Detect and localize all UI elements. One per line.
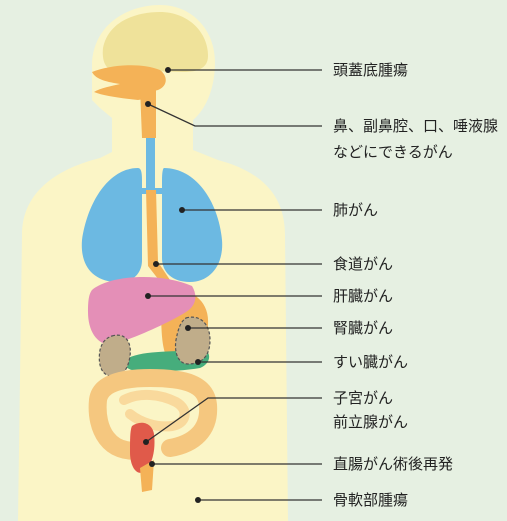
label-skull-base-tumor: 頭蓋底腫瘍 — [333, 60, 408, 80]
label-bone-soft-tissue-tumor: 骨軟部腫瘍 — [333, 490, 408, 510]
label-pancreatic-cancer: すい臓がん — [333, 352, 408, 372]
label-prostate-cancer: 前立腺がん — [333, 412, 408, 432]
throat — [140, 88, 156, 138]
label-liver-cancer: 肝臓がん — [333, 286, 393, 306]
trachea — [146, 138, 155, 192]
label-lung-cancer: 肺がん — [333, 200, 378, 220]
label-nasal-oral-cancer-line1: 鼻、副鼻腔、口、唾液腺 — [333, 116, 498, 136]
label-nasal-oral-cancer-line2: などにできるがん — [333, 142, 453, 162]
label-uterine-cancer: 子宮がん — [333, 388, 393, 408]
label-kidney-cancer: 腎臓がん — [333, 318, 393, 338]
right-kidney — [176, 317, 211, 364]
label-rectal-recurrence: 直腸がん術後再発 — [333, 454, 453, 474]
label-esophageal-cancer: 食道がん — [333, 254, 393, 274]
